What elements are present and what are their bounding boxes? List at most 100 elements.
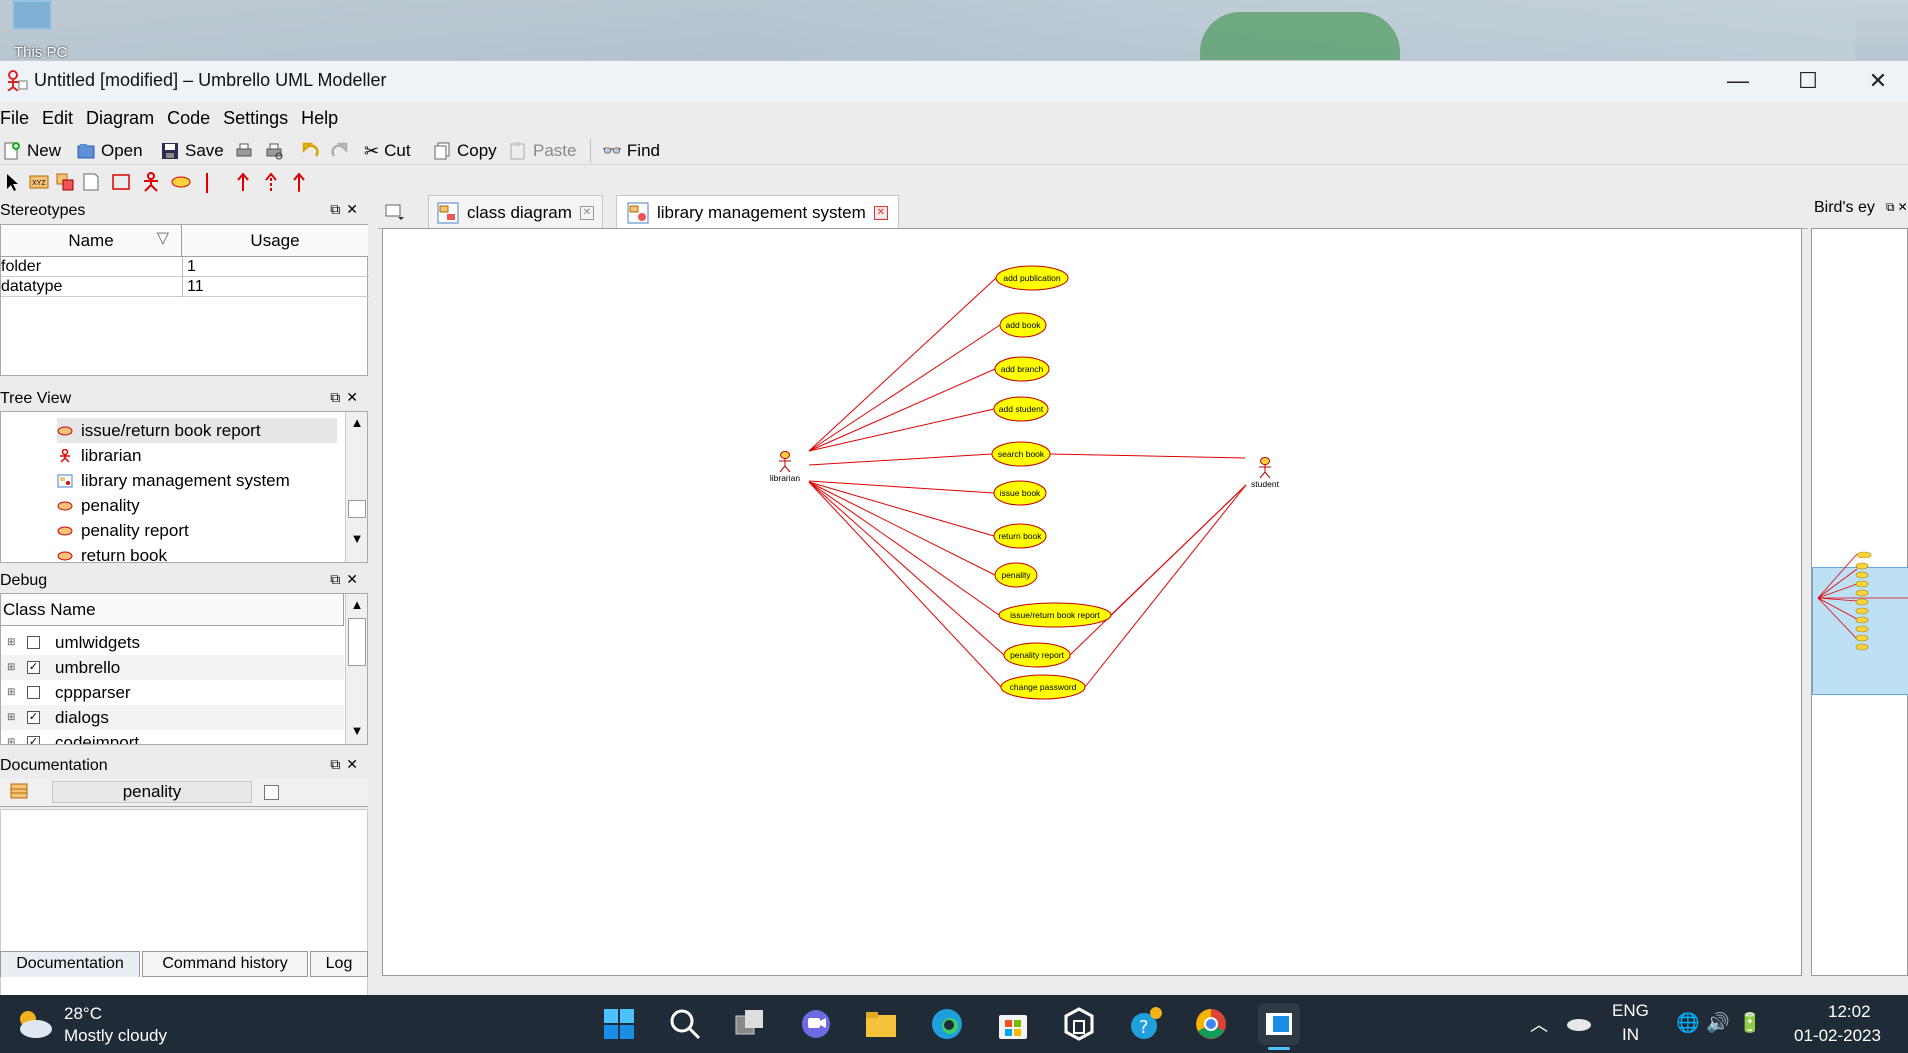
usecase-uc11[interactable]: change password (1000, 674, 1086, 700)
menu-file[interactable]: File (0, 108, 30, 128)
association-line[interactable] (808, 481, 1002, 688)
tab-class-diagram[interactable]: class diagram ✕ (428, 195, 603, 229)
menu-settings[interactable]: Settings (223, 108, 289, 128)
dock-float-close-icon[interactable]: ⧉✕ (330, 389, 364, 405)
paste-button[interactable]: Paste (508, 139, 576, 163)
select-arrow-icon[interactable] (2, 171, 24, 193)
generalization-arrow-icon[interactable] (232, 171, 254, 193)
print-preview-icon[interactable] (264, 141, 284, 161)
usecase-uc2[interactable]: add book (999, 312, 1047, 338)
uni-association-arrow-icon[interactable] (288, 171, 310, 193)
weather-temperature[interactable]: 28°C (64, 1004, 102, 1023)
scroll-down-arrow-icon[interactable]: ▼ (350, 531, 364, 546)
chrome-browser-icon[interactable] (1194, 1007, 1228, 1041)
association-line[interactable] (808, 481, 1000, 616)
cut-button[interactable]: ✂ Cut (364, 139, 411, 163)
usecase-uc1[interactable]: add publication (995, 265, 1069, 291)
minimize-button[interactable]: — (1727, 68, 1749, 93)
tree-item[interactable]: library management system (57, 468, 290, 493)
tree-item[interactable]: penality (57, 493, 140, 518)
debug-checkbox[interactable]: ✓ (27, 661, 40, 674)
association-line-icon[interactable] (206, 173, 208, 193)
search-icon[interactable] (668, 1007, 702, 1041)
boundary-icon[interactable]: XYZ (28, 171, 50, 193)
debug-checkbox[interactable] (27, 686, 40, 699)
debug-checkbox[interactable]: ✓ (27, 736, 40, 744)
association-line[interactable] (1069, 484, 1247, 656)
close-button[interactable]: ✕ (1868, 68, 1888, 93)
tree-item[interactable]: issue/return book report (57, 418, 337, 443)
volume-speaker-icon[interactable]: 🔊 (1706, 1013, 1730, 1034)
association-line[interactable] (808, 480, 995, 494)
scroll-thumb[interactable] (348, 618, 366, 666)
edge-browser-icon[interactable] (930, 1007, 964, 1041)
onedrive-cloud-icon[interactable] (1566, 1015, 1592, 1031)
association-line[interactable] (808, 408, 995, 452)
debug-item[interactable]: ⊞✓dialogs (1, 705, 344, 730)
copy-button[interactable]: Copy (432, 139, 497, 163)
usecase-uc5[interactable]: search book (991, 441, 1051, 467)
usecase-uc9[interactable]: issue/return book report (998, 602, 1112, 628)
tree-scrollbar[interactable]: ▲ ▼ (345, 412, 367, 562)
new-button[interactable]: New (2, 139, 61, 163)
tab-library-management-system[interactable]: library management system ✕ (616, 195, 899, 229)
expand-icon[interactable]: ⊞ (7, 662, 16, 673)
usecase-uc8[interactable]: penality (994, 562, 1038, 588)
expand-icon[interactable]: ⊞ (7, 637, 16, 648)
get-help-icon[interactable]: ? (1128, 1007, 1162, 1041)
clock-date[interactable]: 01-02-2023 (1794, 1026, 1881, 1045)
datatype-icon[interactable] (54, 171, 76, 193)
tab-documentation[interactable]: Documentation (0, 951, 140, 977)
menu-diagram[interactable]: Diagram (86, 108, 155, 128)
debug-item[interactable]: ⊞✓umbrello (1, 655, 344, 680)
umbrello-taskbar-icon[interactable] (1262, 1007, 1296, 1041)
show-hidden-icons-chevron-icon[interactable]: ︿ (1530, 1015, 1548, 1035)
association-line[interactable] (808, 453, 993, 466)
tab-command-history[interactable]: Command history (142, 951, 308, 977)
tree-item[interactable]: librarian (57, 443, 141, 468)
scroll-up-arrow-icon[interactable]: ▲ (350, 597, 364, 612)
menu-edit[interactable]: Edit (42, 108, 74, 128)
actor-tool-icon[interactable] (140, 171, 162, 193)
weather-description[interactable]: Mostly cloudy (64, 1026, 167, 1045)
title-bar[interactable]: Untitled [modified] – Umbrello UML Model… (0, 61, 1908, 101)
debug-scrollbar[interactable]: ▲ ▼ (345, 594, 367, 744)
actor-student[interactable]: student (1251, 457, 1280, 490)
tree-item[interactable]: penality report (57, 518, 189, 543)
association-line[interactable] (808, 368, 996, 452)
association-line[interactable] (1049, 453, 1246, 459)
teams-chat-icon[interactable] (799, 1007, 833, 1041)
association-line[interactable] (808, 277, 997, 452)
table-row[interactable]: datatype 11 (1, 277, 369, 297)
find-button[interactable]: 👓 Find (602, 139, 660, 163)
dock-float-close-icon[interactable]: ⧉✕ (1886, 200, 1908, 214)
undo-icon[interactable] (300, 141, 320, 161)
tree-item[interactable]: return book (57, 543, 167, 562)
app-hexagon-icon[interactable] (1062, 1007, 1096, 1041)
expand-icon[interactable]: ⊞ (7, 712, 16, 723)
tab-log[interactable]: Log (310, 951, 368, 977)
box-icon[interactable] (110, 171, 132, 193)
expand-icon[interactable]: ⊞ (7, 687, 16, 698)
dependency-arrow-icon[interactable] (260, 171, 282, 193)
battery-charging-icon[interactable]: 🔋 (1738, 1013, 1762, 1034)
actor-librarian[interactable]: librarian (770, 451, 801, 484)
association-line[interactable] (808, 481, 1005, 656)
scroll-thumb[interactable] (348, 500, 366, 518)
menu-code[interactable]: Code (167, 108, 211, 128)
new-tab-menu-icon[interactable] (384, 195, 406, 229)
windows-start-icon[interactable] (602, 1007, 636, 1041)
scroll-down-arrow-icon[interactable]: ▼ (350, 723, 364, 738)
debug-item[interactable]: ⊞cppparser (1, 680, 344, 705)
usecase-uc3[interactable]: add branch (994, 356, 1050, 382)
microsoft-store-icon[interactable] (996, 1007, 1030, 1041)
dock-float-close-icon[interactable]: ⧉✕ (330, 571, 364, 587)
open-button[interactable]: Open (76, 139, 143, 163)
print-icon[interactable] (234, 141, 254, 161)
association-line[interactable] (808, 481, 995, 537)
association-line[interactable] (808, 324, 1001, 452)
usecase-uc4[interactable]: add student (993, 396, 1049, 422)
usecase-tool-icon[interactable] (170, 171, 192, 193)
association-line[interactable] (1084, 484, 1247, 688)
expand-icon[interactable]: ⊞ (7, 737, 16, 745)
